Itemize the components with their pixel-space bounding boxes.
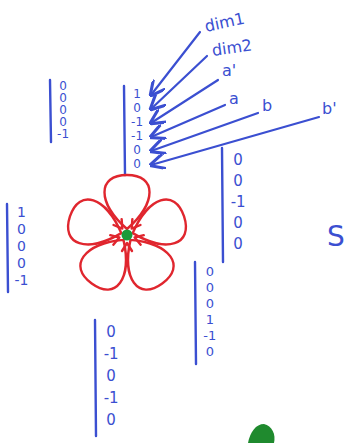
- vector-bar: [7, 204, 8, 292]
- vector-bars: [7, 80, 223, 436]
- pointer-arrow: [151, 105, 225, 137]
- petal-arrowhead: [133, 233, 144, 245]
- pointer-arrow: [151, 56, 207, 109]
- petal: [105, 175, 150, 229]
- petal: [63, 195, 128, 254]
- annotation-label: b': [322, 100, 337, 118]
- annotation-label: a': [222, 62, 236, 80]
- annotation-label: a: [229, 90, 239, 108]
- petal: [74, 227, 142, 297]
- vector-bar: [222, 148, 223, 262]
- pointer-arrow: [151, 80, 218, 123]
- petal-arrowhead: [114, 219, 127, 231]
- flower-center: [122, 230, 133, 241]
- annotation-label: b: [262, 97, 272, 115]
- vector-entries: 0 0 0 0 -1: [55, 80, 71, 140]
- petal-arrowhead: [128, 219, 141, 231]
- pointer-arrows: [151, 32, 319, 165]
- vector-entries: 0 0 0 1 -1 0: [201, 264, 219, 360]
- vector-entries: 0 -1 0 -1 0: [101, 321, 121, 431]
- annotation-label: dim1: [203, 10, 246, 36]
- petal-arrowhead: [110, 233, 121, 245]
- petal: [112, 227, 180, 297]
- annotation-label: S: [327, 222, 345, 253]
- vector-entries: 0 0 -1 0 0: [228, 150, 248, 255]
- vector-bar: [95, 320, 96, 436]
- vector-entries: 1 0 -1 -1 0 0: [129, 87, 145, 171]
- vector-bar: [195, 262, 196, 364]
- vector-bar: [124, 86, 125, 175]
- pointer-arrow: [151, 113, 258, 151]
- vector-entries: 1 0 0 0 -1: [12, 204, 31, 289]
- annotation-label: dim2: [211, 36, 253, 59]
- flower: [63, 175, 191, 297]
- green-blob: [248, 424, 275, 443]
- petal-arrowhead: [122, 243, 132, 251]
- vector-bar: [50, 80, 51, 142]
